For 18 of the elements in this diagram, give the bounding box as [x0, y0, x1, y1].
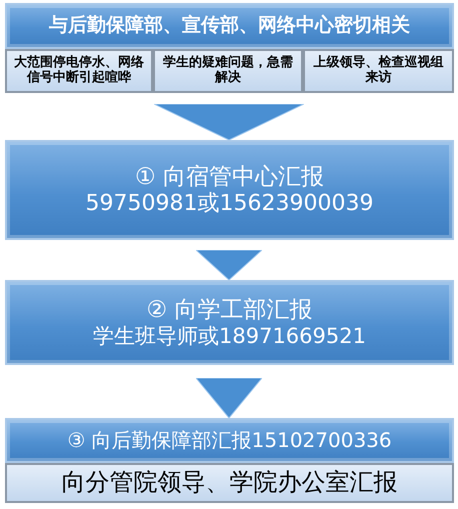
process-box	[5, 140, 454, 240]
box-title: 与后勤保障部、宣传部、网络中心密切相关	[49, 15, 410, 37]
box-title: 大范围停电停水、网络信号中断引起喧哗	[13, 56, 145, 86]
note-box	[5, 463, 454, 503]
note-box	[153, 49, 303, 93]
note-box	[5, 49, 153, 93]
box-title: ② 向学工部汇报	[146, 297, 312, 324]
note-box	[303, 49, 454, 93]
box-title: ① 向宿管中心汇报	[135, 164, 324, 191]
box-text: 学生班导师或18971669521	[93, 324, 366, 348]
box-text: 59750981或15623900039	[86, 190, 374, 216]
process-box	[5, 3, 454, 49]
box-title: 向分管院领导、学院办公室汇报	[62, 469, 398, 497]
process-box	[5, 418, 454, 463]
process-box	[5, 280, 454, 365]
box-title: ③ 向后勤保障部汇报15102700336	[67, 429, 392, 452]
box-title: 学生的疑难问题，急需解决	[162, 56, 294, 86]
box-title: 上级领导、检查巡视组来访	[312, 56, 444, 86]
